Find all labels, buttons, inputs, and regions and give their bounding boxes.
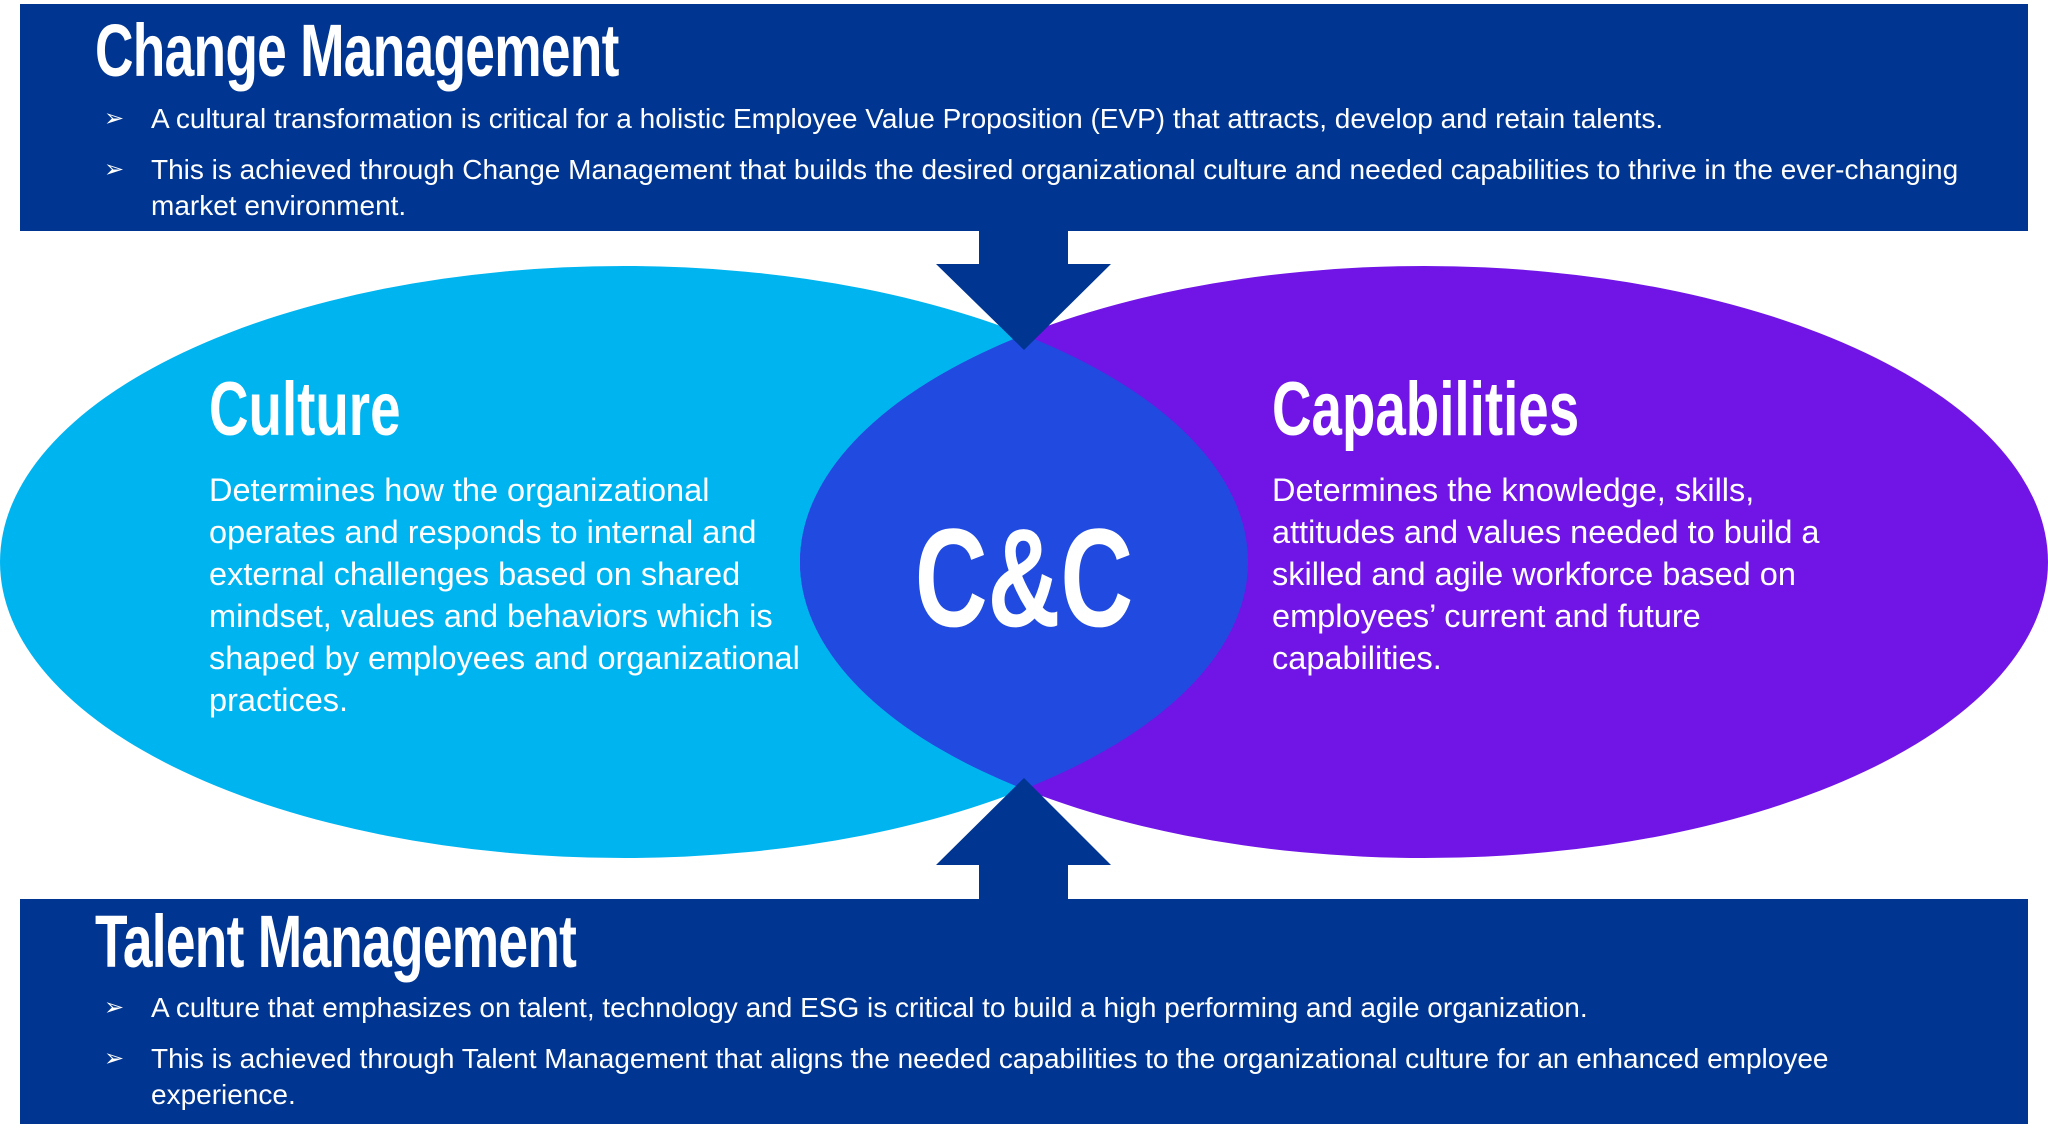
capabilities-title: Capabilities — [1272, 367, 1580, 452]
center-label: C&C — [914, 499, 1134, 656]
capabilities-description: Determines the knowledge, skills, attitu… — [1272, 472, 1820, 676]
up-arrow-icon — [936, 778, 1111, 905]
change-management-title: Change Management — [95, 9, 619, 92]
culture-description: Determines how the organizational operat… — [209, 472, 800, 718]
bullet-text: A cultural transformation is critical fo… — [151, 103, 1664, 134]
arrow-bullet-icon: ➢ — [104, 105, 125, 132]
overlap-region — [800, 266, 1248, 858]
change-management-panel: Change Management ➢ A cultural transform… — [20, 4, 2028, 231]
talent-management-panel: Talent Management ➢ A culture that empha… — [20, 899, 2028, 1124]
arrow-bullet-icon: ➢ — [104, 994, 125, 1021]
culture-title: Culture — [209, 367, 401, 452]
bullet-text: This is achieved through Change Manageme… — [151, 154, 1959, 221]
talent-management-title: Talent Management — [95, 900, 577, 983]
bullet-text: A culture that emphasizes on talent, tec… — [151, 992, 1588, 1023]
arrow-bullet-icon: ➢ — [104, 156, 125, 183]
bullet-text: This is achieved through Talent Manageme… — [151, 1043, 1829, 1110]
arrow-bullet-icon: ➢ — [104, 1045, 125, 1072]
down-arrow-icon — [936, 225, 1111, 350]
